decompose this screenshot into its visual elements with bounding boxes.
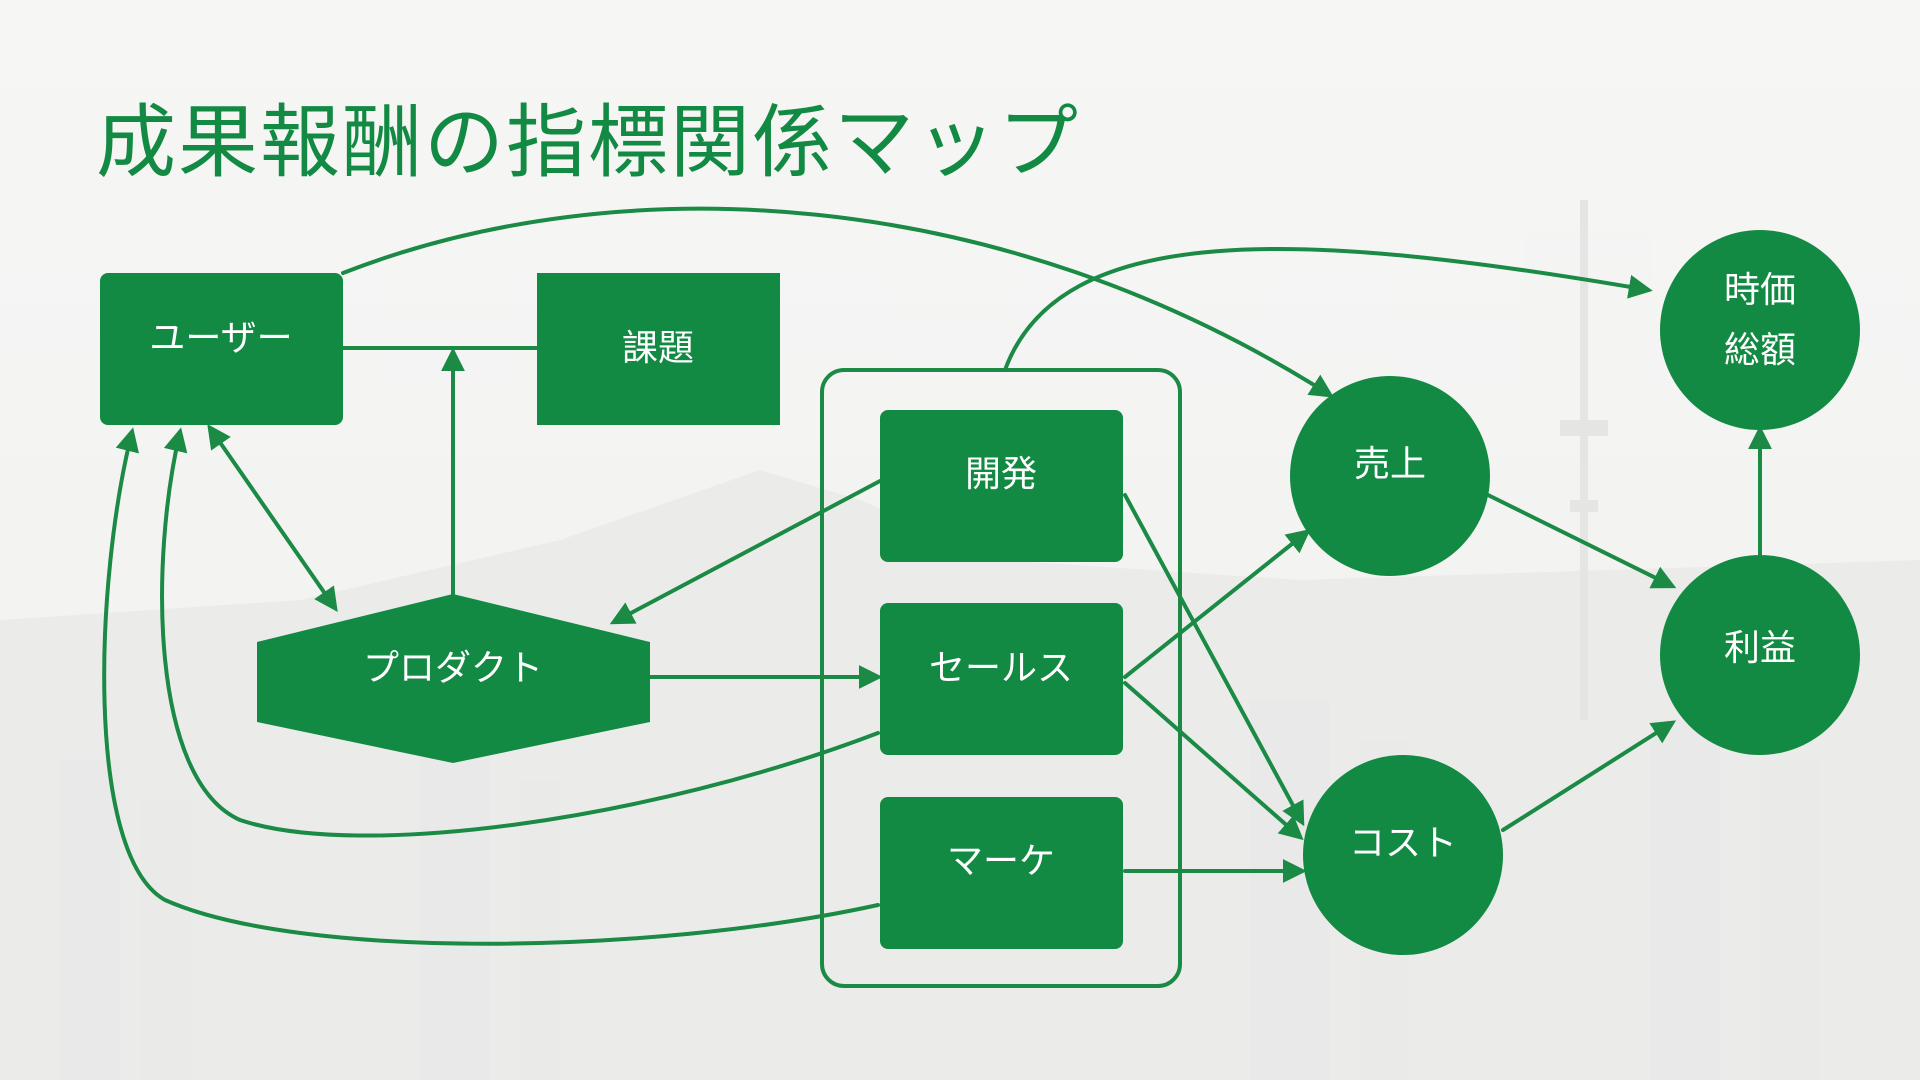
edge-marketing-user (102, 427, 880, 946)
page-title: 成果報酬の指標関係マップ (96, 96, 1080, 189)
node-product: プロダクト (257, 594, 650, 763)
edge-revenue-profit (1486, 493, 1677, 589)
node-issue-label: 課題 (622, 328, 694, 369)
node-cost: コスト (1303, 755, 1503, 955)
edge-sales-cost (1123, 681, 1304, 841)
edge-dev-product (609, 479, 882, 625)
edge-dev-cost (1123, 493, 1305, 827)
node-dev: 開発 (880, 410, 1123, 562)
node-sales: セールス (880, 603, 1123, 755)
node-product-label: プロダクト (363, 648, 543, 689)
edge-user-product (207, 424, 338, 612)
node-profit: 利益 (1660, 555, 1860, 755)
edge-user-revenue (341, 206, 1335, 398)
node-market-cap-label-line2: 総額 (1724, 330, 1796, 371)
node-market-cap: 時価 総額 (1660, 230, 1860, 430)
node-user: ユーザー (100, 273, 343, 425)
edge-team-marketcap (1003, 247, 1653, 372)
edges (102, 206, 1772, 946)
node-user-label: ユーザー (149, 318, 292, 359)
node-marketing-label: マーケ (947, 841, 1055, 882)
node-revenue: 売上 (1290, 376, 1490, 576)
edge-sales-revenue (1123, 529, 1311, 679)
node-revenue-label: 売上 (1354, 444, 1426, 485)
node-profit-label: 利益 (1724, 628, 1796, 669)
node-sales-label: セールス (929, 648, 1073, 689)
edge-cost-profit (1501, 720, 1677, 832)
node-marketing: マーケ (880, 797, 1123, 949)
node-market-cap-label-line1: 時価 (1724, 270, 1796, 311)
node-cost-label: コスト (1349, 823, 1457, 864)
edge-sales-user (160, 427, 880, 838)
node-dev-label: 開発 (965, 454, 1037, 495)
node-issue: 課題 (537, 273, 780, 425)
